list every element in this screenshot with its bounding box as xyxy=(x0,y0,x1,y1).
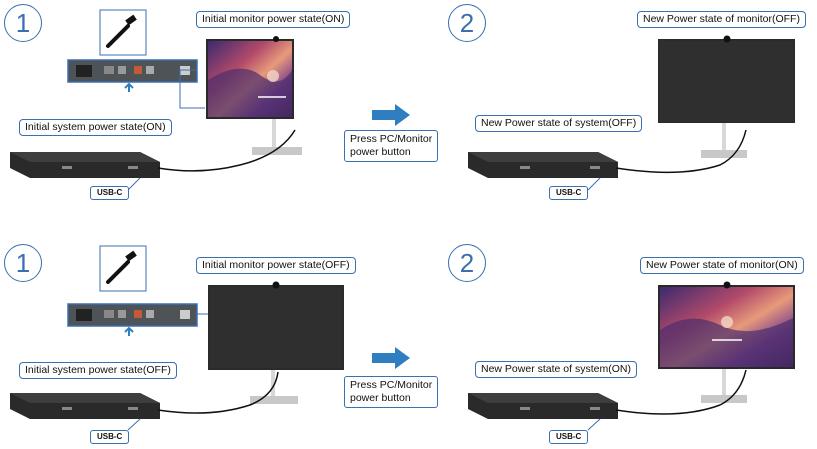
connector-line-1 xyxy=(179,69,205,109)
step-2-row-1: 2 xyxy=(448,4,486,42)
initial-monitor-label-2: Initial monitor power state(OFF) xyxy=(196,257,356,274)
step-2-row-2: 2 xyxy=(448,244,486,282)
new-monitor-label-1: New Power state of monitor(OFF) xyxy=(637,11,806,28)
initial-system-label-2: Initial system power state(OFF) xyxy=(19,362,177,379)
initial-monitor-label-1: Initial monitor power state(ON) xyxy=(196,11,351,28)
usb-c-label-1: USB-C xyxy=(90,186,130,200)
monitor-2-after xyxy=(658,281,795,403)
press-button-label-1: Press PC/Monitor power button xyxy=(344,130,439,162)
new-system-label-1: New Power state of system(OFF) xyxy=(475,115,643,132)
port-panel-1 xyxy=(67,9,198,92)
usb-c-label-1b: USB-C xyxy=(549,186,589,200)
monitor-2-before xyxy=(208,281,344,404)
dock-1-before xyxy=(10,129,296,191)
dock-2-after xyxy=(468,369,747,431)
monitor-1-after xyxy=(658,35,795,158)
arrow-1 xyxy=(372,104,410,126)
dock-1-after xyxy=(468,129,747,191)
port-panel-2 xyxy=(67,245,198,336)
usb-c-label-2b: USB-C xyxy=(549,430,589,444)
monitor-1-before xyxy=(206,36,302,155)
press-button-label-2: Press PC/Monitor power button xyxy=(344,376,439,408)
usb-c-label-2: USB-C xyxy=(90,430,130,444)
new-monitor-label-2: New Power state of monitor(ON) xyxy=(640,257,804,274)
dock-2-before xyxy=(10,371,279,431)
initial-system-label-1: Initial system power state(ON) xyxy=(19,119,172,136)
new-system-label-2: New Power state of system(ON) xyxy=(475,361,637,378)
step-1-row-1: 1 xyxy=(4,4,42,42)
arrow-2 xyxy=(372,347,410,369)
step-1-row-2: 1 xyxy=(4,244,42,282)
